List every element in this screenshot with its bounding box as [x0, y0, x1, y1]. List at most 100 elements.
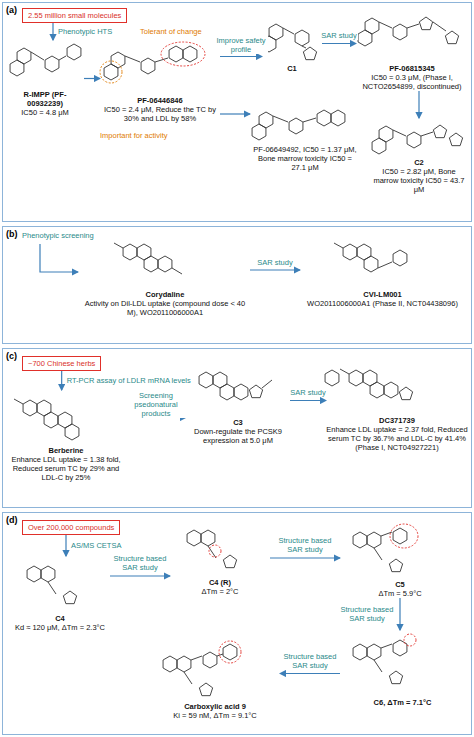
flow-arrow: [399, 598, 400, 630]
compound-data: IC50 = 2.4 μM, Reduce the TC by 30% and …: [100, 105, 220, 123]
structure-stroke: [273, 116, 288, 122]
structure-stroke: [199, 372, 213, 388]
structure-stroke: [123, 244, 137, 260]
structure-stroke: [295, 30, 309, 46]
structure-stroke: [343, 244, 357, 260]
structure-stroke: [201, 530, 215, 546]
flow-arrow: [52, 23, 53, 40]
structure-stroke: [407, 132, 421, 148]
structure-stroke: [104, 64, 118, 80]
compound-data: IC50 = 4.8 μM: [6, 108, 84, 117]
flow-arrow: [220, 113, 250, 114]
structure-stroke: [14, 399, 23, 404]
structure-stroke: [381, 644, 392, 648]
structure-stroke: [223, 555, 236, 568]
compound-block: Carboxylic acid 9Ki = 59 nM, ΔTm = 9.1°C: [150, 640, 280, 720]
flow-arrow: [290, 400, 326, 401]
structure-stroke: [370, 382, 384, 398]
structure-stroke: [421, 132, 433, 136]
compound-block: C5ΔTm = 5.9°C: [340, 520, 460, 598]
structure-stroke: [45, 56, 59, 72]
structure-stroke: [252, 124, 266, 140]
structure-stroke: [289, 118, 303, 134]
compound-block: PF-06815345IC50 = 0.3 μM, (Phase I, NCTO…: [356, 8, 468, 91]
flow-arrow: [280, 673, 340, 674]
structure-stroke: [283, 28, 294, 34]
flow-arrow: [418, 91, 419, 118]
compound-data: ΔTm = 2°C: [170, 587, 270, 596]
structure-stroke: [114, 243, 123, 248]
flow-arrow: [250, 269, 300, 270]
annotation-label: Important for activity: [100, 131, 168, 140]
annotation-label: Phenotypic screening: [22, 231, 94, 240]
structure-stroke: [449, 133, 462, 146]
structure-stroke: [334, 243, 343, 248]
compound-name: C4: [10, 614, 110, 623]
structure-stroke: [303, 118, 316, 122]
compound-name: DC371739: [326, 416, 468, 425]
structure-stroke: [161, 42, 205, 66]
panel-tag: (b): [6, 229, 18, 239]
compound-data: WO2011006000A1 (Phase II, NCT04438096): [300, 299, 465, 308]
compound-block: BerberineEnhance LDL uptake = 1.38 fold,…: [6, 390, 126, 482]
structure-stroke: [100, 61, 122, 83]
compound-data: Kd ≈ 120 μM, ΔTm = 2.3°C: [10, 623, 110, 632]
structure-stroke: [353, 532, 367, 548]
structure-stroke: [367, 644, 381, 660]
compound-name: PF-06815345: [356, 64, 468, 73]
c4r-structure: [187, 530, 237, 568]
structure-stroke: [393, 250, 407, 266]
flow-arrow: [61, 371, 62, 390]
structure-stroke: [340, 369, 349, 374]
compound-data: (Phase I, NCT04927221): [326, 443, 468, 452]
arrow-label: Screening psedonatural products: [125, 391, 187, 418]
compound-name: PF-06649492, IC50 = 1.37 μM, Bone marrow…: [250, 145, 360, 172]
structure-stroke: [374, 548, 382, 560]
structure-stroke: [125, 56, 140, 62]
structure-stroke: [390, 524, 418, 548]
structure-stroke: [419, 17, 432, 30]
structure-stroke: [302, 46, 306, 48]
structure-stroke: [44, 412, 58, 428]
source-box: Over 200,000 compounds: [22, 520, 120, 535]
structure-stroke: [219, 641, 241, 663]
arrow-label: AS/MS CETSA: [70, 541, 122, 550]
compound-name: CVI-LM001: [300, 290, 465, 299]
structure-stroke: [217, 654, 223, 656]
structure-stroke: [407, 24, 419, 28]
structure-stroke: [393, 24, 407, 40]
compound-block: CorydalineActivity on Dil-LDL uptake (co…: [80, 232, 250, 317]
c2-structure: [372, 125, 463, 154]
structure-stroke: [183, 46, 197, 62]
compound-data: Enhance LDL uptake = 2.37 fold, Reduced …: [326, 425, 468, 443]
arrow-label: Structure based SAR study: [111, 554, 169, 572]
structure-stroke: [48, 582, 56, 594]
compound-name: C5: [340, 580, 460, 589]
structure-stroke: [433, 125, 446, 138]
panel-tag: (c): [6, 351, 17, 361]
compound-name: Corydaline: [80, 290, 250, 299]
structure-stroke: [393, 528, 407, 544]
structure-stroke: [372, 138, 386, 154]
structure-stroke: [59, 56, 66, 60]
structure-stroke: [209, 545, 221, 557]
structure-stroke: [155, 58, 168, 62]
structure-stroke: [384, 382, 398, 398]
source-text: Over 200,000 compounds: [28, 523, 114, 532]
compound-data: Enhance LDL uptake = 1.38 fold, Reduced …: [6, 455, 126, 482]
compound-name: C4 (R): [170, 578, 270, 587]
structure-stroke: [199, 683, 212, 696]
source-box: 2.55 million small molecules: [22, 8, 127, 23]
source-text: ~700 Chinese herbs: [28, 359, 95, 368]
r-impp-structure: [10, 44, 81, 76]
berberine-structure: [14, 399, 79, 440]
compound-block: PF-06649492, IC50 = 1.37 μM, Bone marrow…: [250, 105, 360, 172]
structure-stroke: [317, 110, 331, 126]
compound-block: C4 (R)ΔTm = 2°C: [170, 520, 270, 596]
structure-stroke: [169, 46, 183, 62]
arrow-label: SAR study: [289, 388, 326, 397]
structure-stroke: [63, 591, 76, 604]
structure-stroke: [374, 660, 382, 672]
compound-data: IC50 = 2.82 μM, Bone marrow toxicity IC5…: [370, 167, 468, 194]
